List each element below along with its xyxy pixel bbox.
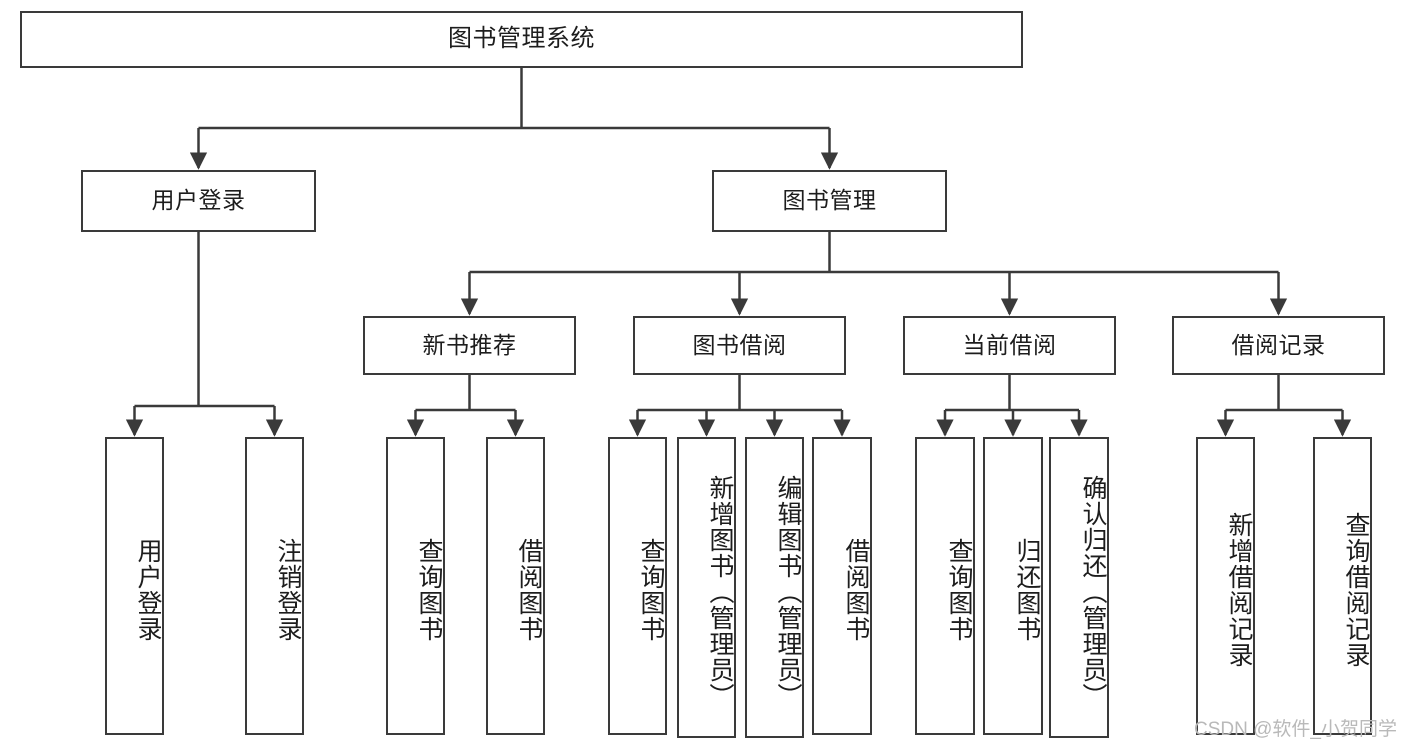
node-label: 用户登录 xyxy=(151,187,246,214)
leaf-node[interactable]: 注销登录 xyxy=(245,437,304,735)
node-label: 图书管理 xyxy=(782,187,877,214)
leaf-node[interactable]: 确认归还（管理员） xyxy=(1049,437,1109,738)
leaf-node[interactable]: 新增图书（管理员） xyxy=(677,437,736,738)
node-label: 用户登录 xyxy=(134,538,162,642)
leaf-node[interactable]: 借阅图书 xyxy=(486,437,545,735)
node-label: 借阅图书 xyxy=(515,538,543,642)
level3-node[interactable]: 借阅记录 xyxy=(1172,316,1385,375)
leaf-node[interactable]: 查询图书 xyxy=(915,437,975,735)
node-label: 查询借阅记录 xyxy=(1342,512,1370,668)
leaf-node[interactable]: 查询借阅记录 xyxy=(1313,437,1372,735)
leaf-node[interactable]: 用户登录 xyxy=(105,437,164,735)
level3-node[interactable]: 当前借阅 xyxy=(903,316,1116,375)
level2-node[interactable]: 用户登录 xyxy=(81,170,316,232)
level2-node[interactable]: 图书管理 xyxy=(712,170,947,232)
level3-node[interactable]: 新书推荐 xyxy=(363,316,576,375)
node-label: 新增图书（管理员） xyxy=(706,474,734,709)
node-label: 归还图书 xyxy=(1013,538,1041,642)
node-label: 图书借阅 xyxy=(692,331,787,358)
node-label: 当前借阅 xyxy=(962,331,1057,358)
level3-node[interactable]: 图书借阅 xyxy=(633,316,846,375)
node-label: 借阅记录 xyxy=(1231,331,1326,358)
leaf-node[interactable]: 查询图书 xyxy=(386,437,445,735)
node-label: 查询图书 xyxy=(945,538,973,642)
node-label: 借阅图书 xyxy=(842,538,870,642)
node-label: 新书推荐 xyxy=(422,331,517,358)
node-label: 图书管理系统 xyxy=(448,25,595,53)
node-label: 查询图书 xyxy=(637,538,665,642)
leaf-node[interactable]: 借阅图书 xyxy=(812,437,872,735)
leaf-node[interactable]: 新增借阅记录 xyxy=(1196,437,1255,735)
node-label: 注销登录 xyxy=(274,538,302,642)
watermark: CSDN @软件_小贺同学 xyxy=(1194,719,1397,740)
root-node[interactable]: 图书管理系统 xyxy=(20,11,1023,68)
leaf-node[interactable]: 归还图书 xyxy=(983,437,1043,735)
node-label: 编辑图书（管理员） xyxy=(774,474,802,709)
node-label: 新增借阅记录 xyxy=(1225,512,1253,668)
leaf-node[interactable]: 编辑图书（管理员） xyxy=(745,437,804,738)
node-label: 确认归还（管理员） xyxy=(1079,474,1107,709)
node-label: 查询图书 xyxy=(415,538,443,642)
leaf-node[interactable]: 查询图书 xyxy=(608,437,667,735)
